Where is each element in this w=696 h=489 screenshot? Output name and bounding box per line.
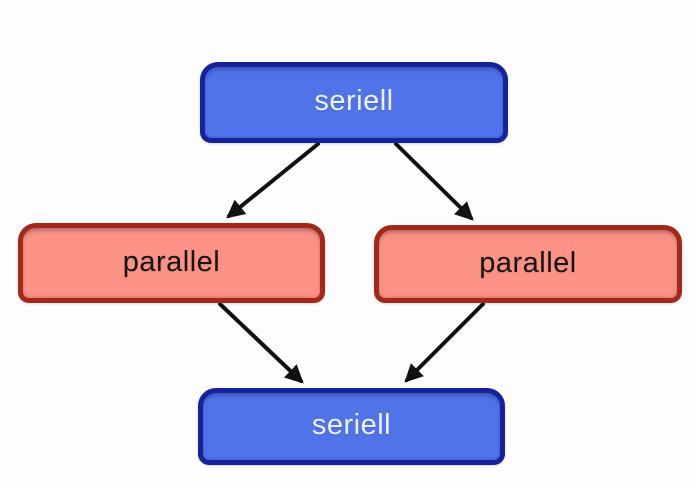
node-seriell-top: seriell — [200, 62, 508, 143]
node-parallel-left: parallel — [18, 223, 325, 303]
node-label: parallel — [479, 246, 577, 279]
node-label: parallel — [122, 245, 221, 278]
node-label: seriell — [314, 85, 394, 117]
node-seriell-bottom: seriell — [198, 388, 505, 465]
edge-seriell-top-to-parallel-left — [226, 142, 320, 219]
edge-seriell-top-to-parallel-right — [394, 142, 474, 221]
node-parallel-right: parallel — [374, 225, 682, 303]
edge-parallel-left-to-seriell-bottom — [218, 302, 304, 384]
node-label: seriell — [311, 409, 392, 441]
edge-parallel-right-to-seriell-bottom — [404, 302, 485, 383]
